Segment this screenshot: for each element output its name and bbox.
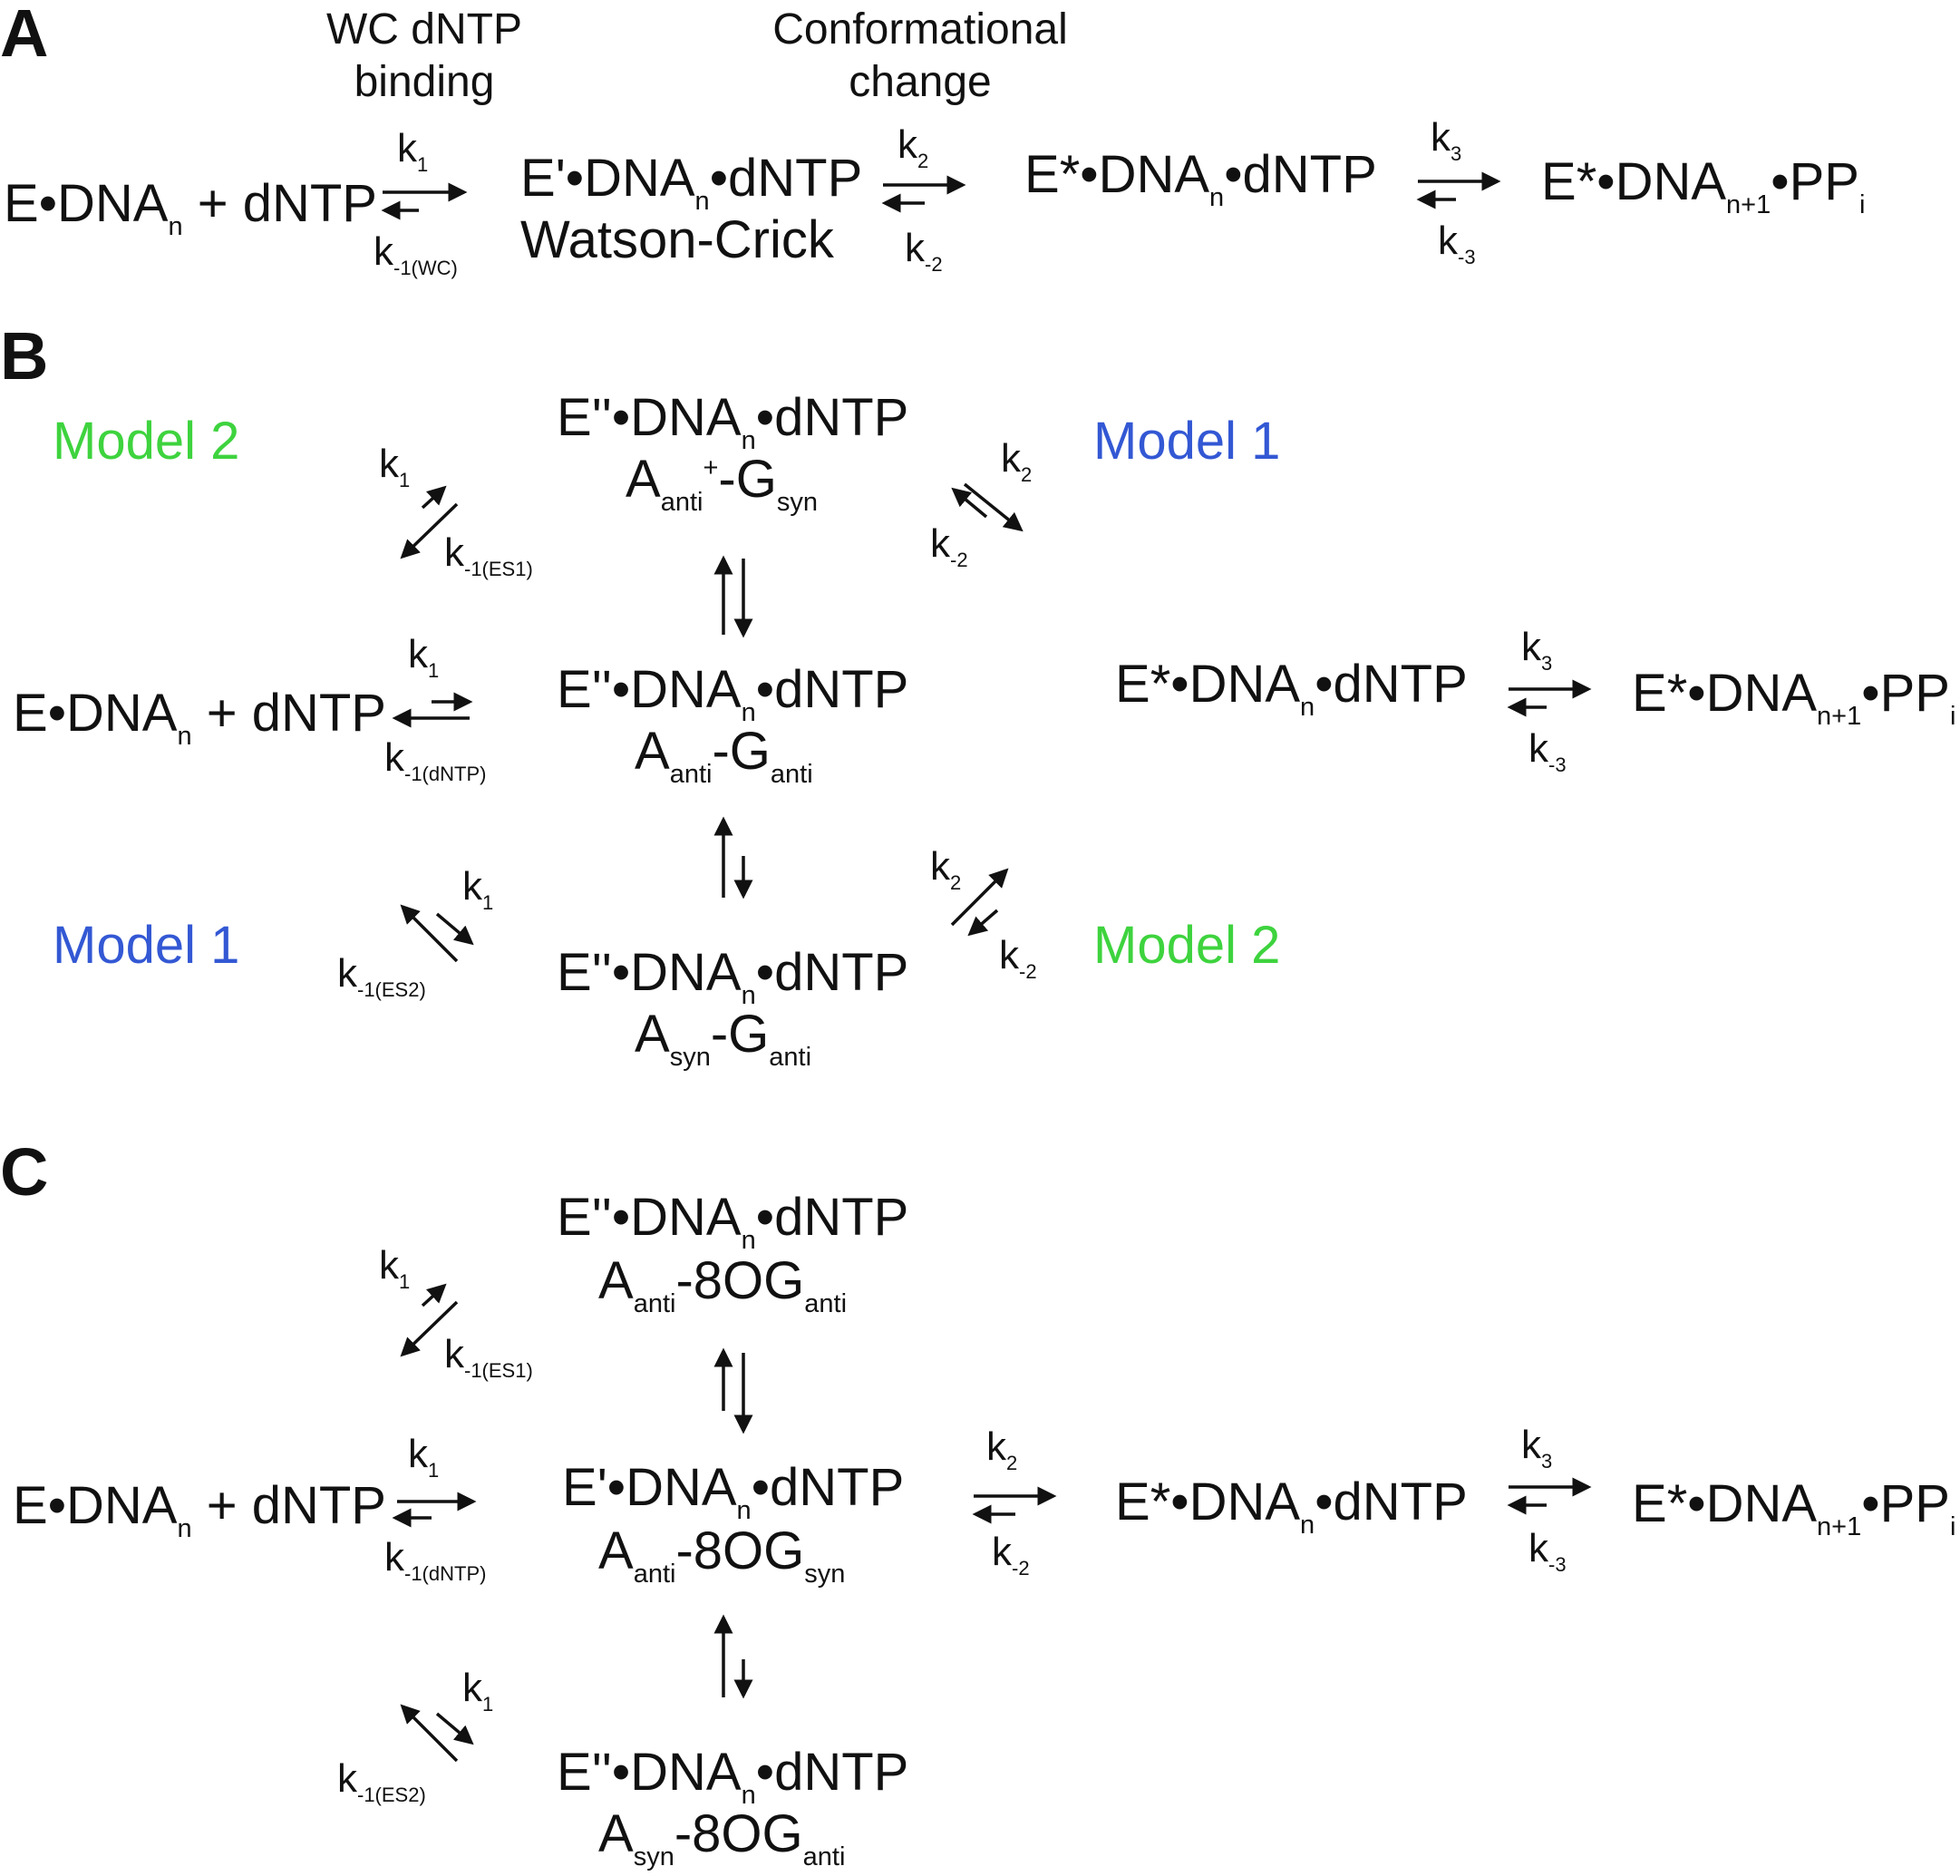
b-rate-k1-mid: k1	[408, 632, 440, 682]
b-rate-k2-top: k2	[1001, 436, 1033, 486]
a-rate-k3: k3	[1431, 115, 1462, 165]
a-species-e-star-dna-dntp: E*•DNAn•dNTP	[1024, 145, 1377, 212]
b-rate-k2-bottom: k2	[930, 844, 962, 894]
b-species-e-star-dna-dntp: E*•DNAn•dNTP	[1115, 655, 1468, 722]
a-rate-k2: k2	[898, 122, 929, 172]
b-rate-k-2-top: k-2	[930, 521, 968, 571]
b-es2-reverse-arrow	[400, 904, 459, 963]
c-rate-k1-bottom: k1	[462, 1666, 494, 1716]
header-conformational-change: Conformational change	[772, 5, 1068, 106]
c-rate-k2: k2	[986, 1424, 1018, 1474]
c-rate-k-1-dntp: k-1(dNTP)	[384, 1535, 487, 1585]
b-model-1-label-top: Model 1	[1093, 412, 1281, 471]
b-es1-forward-arrow	[421, 485, 447, 510]
a-rate-k1: k1	[397, 126, 429, 176]
panel-label-c: C	[0, 1134, 49, 1210]
c-species-product: E*•DNAn+1•PPi	[1632, 1474, 1956, 1541]
a-watson-crick-label: Watson-Crick	[520, 210, 834, 269]
b-species-product: E*•DNAn+1•PPi	[1632, 664, 1956, 731]
b-top-right-forward-arrow	[963, 482, 1024, 532]
c-rate-k3: k3	[1521, 1423, 1553, 1473]
b-model-2-label-bottom: Model 2	[1093, 916, 1281, 975]
b-species-middle: E''•DNAn•dNTP	[557, 660, 909, 727]
c-rate-k1-mid: k1	[408, 1432, 440, 1482]
b-rate-k-1-es1: k-1(ES1)	[444, 530, 533, 580]
c-species-e-dna-plus-dntp: E•DNAn + dNTP	[13, 1476, 386, 1543]
b-es1-reverse-arrow	[400, 502, 459, 559]
c-es2-reverse-arrow	[400, 1704, 459, 1763]
c-es1-reverse-arrow	[400, 1300, 459, 1357]
c-rate-k-1-es2: k-1(ES2)	[337, 1756, 426, 1806]
c-es1-forward-arrow	[421, 1283, 447, 1307]
c-species-top: E''•DNAn•dNTP	[557, 1188, 909, 1255]
a-rate-k-2: k-2	[905, 226, 943, 276]
b-top-right-reverse-arrow	[951, 487, 988, 519]
b-species-top: E''•DNAn•dNTP	[557, 388, 909, 455]
c-es2-forward-arrow	[435, 1712, 474, 1745]
b-pair-syn-g-anti: Asyn-Ganti	[635, 1005, 812, 1072]
panel-label-b: B	[0, 318, 49, 394]
header-wc-dntp-binding: WC dNTP binding	[326, 5, 522, 106]
b-rate-k-3: k-3	[1528, 726, 1567, 776]
b-rate-k-2-bottom: k-2	[999, 933, 1037, 983]
c-pair-syn-8og-anti: Asyn-8OGanti	[598, 1804, 846, 1871]
a-rate-k-3: k-3	[1438, 219, 1476, 268]
b-model-1-label-bottom: Model 1	[53, 916, 240, 975]
a-species-e-prime-dna-dntp: E'•DNAn•dNTP	[520, 149, 863, 216]
b-species-e-dna-plus-dntp: E•DNAn + dNTP	[13, 684, 386, 751]
a-rate-k-1-wc: k-1(WC)	[374, 229, 458, 279]
b-rate-k1-top: k1	[379, 442, 411, 491]
b-species-bottom: E''•DNAn•dNTP	[557, 943, 909, 1010]
c-rate-k1-top: k1	[379, 1243, 411, 1293]
c-species-bottom: E''•DNAn•dNTP	[557, 1743, 909, 1810]
c-pair-anti-8og-syn: Aanti-8OGsyn	[598, 1521, 846, 1589]
c-rate-k-2: k-2	[992, 1530, 1030, 1580]
b-es2-forward-arrow	[435, 912, 474, 946]
a-species-e-dna-plus-dntp: E•DNAn + dNTP	[4, 174, 377, 241]
c-species-e-star-dna-dntp: E*•DNAn•dNTP	[1115, 1473, 1468, 1540]
c-rate-k-3: k-3	[1528, 1526, 1567, 1576]
b-pair-anti-g-anti: Aanti-Ganti	[635, 722, 813, 789]
b-rate-k-1-es2: k-1(ES2)	[337, 951, 426, 1001]
c-pair-anti-8og-anti: Aanti-8OGanti	[598, 1251, 848, 1318]
b-rate-k1-bottom: k1	[462, 864, 494, 914]
b-bottom-right-forward-arrow	[950, 868, 1009, 927]
b-rate-k3: k3	[1521, 625, 1553, 675]
panel-label-a: A	[0, 0, 49, 71]
b-bottom-right-reverse-arrow	[967, 909, 999, 937]
c-species-middle: E'•DNAn•dNTP	[562, 1458, 905, 1525]
b-rate-k-1-dntp: k-1(dNTP)	[384, 735, 487, 785]
b-model-2-label-top: Model 2	[53, 412, 240, 471]
c-rate-k-1-es1: k-1(ES1)	[444, 1332, 533, 1382]
b-pair-anti-plus-g-syn: Aanti+-Gsyn	[626, 450, 818, 517]
a-species-product: E*•DNAn+1•PPi	[1541, 152, 1866, 219]
